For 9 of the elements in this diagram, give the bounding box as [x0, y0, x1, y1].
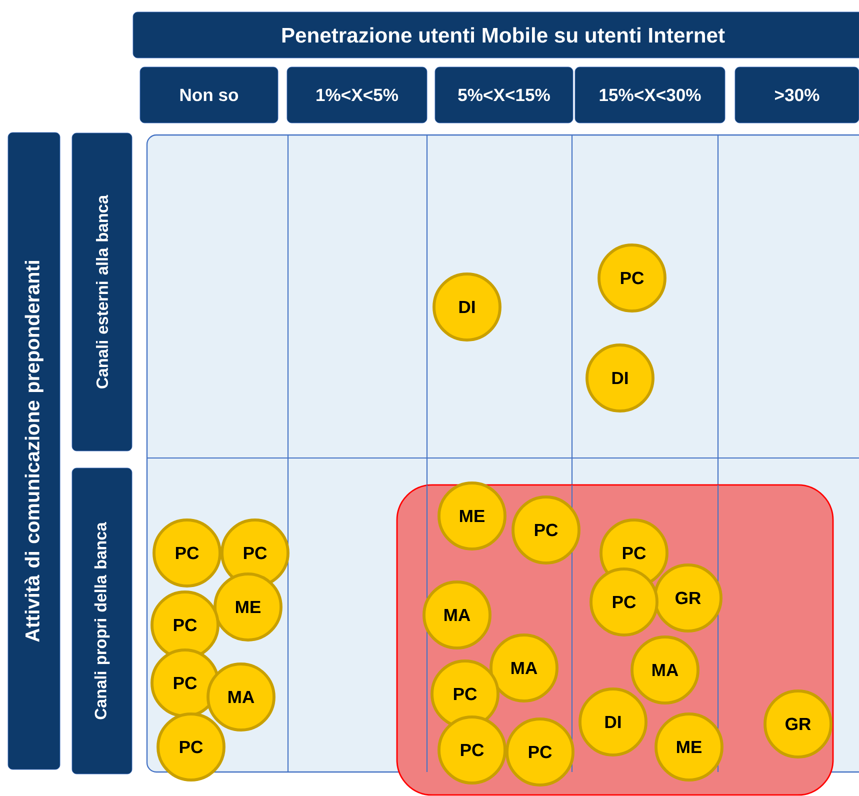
column-header: >30%: [734, 66, 859, 124]
column-header: 5%<X<15%: [434, 66, 574, 124]
row-header: Canali propri della banca: [72, 468, 132, 774]
axis-header: Attività di comunicazione preponderanti: [8, 132, 60, 770]
header-bar: Penetrazione utenti Mobile su utenti Internet: [132, 12, 859, 58]
column-header: 15%<X<30%: [574, 66, 726, 124]
column-header: Non so: [140, 66, 278, 124]
column-header: 1%<X<5%: [286, 66, 428, 124]
row-header: Canali esterni alla banca: [72, 132, 132, 452]
